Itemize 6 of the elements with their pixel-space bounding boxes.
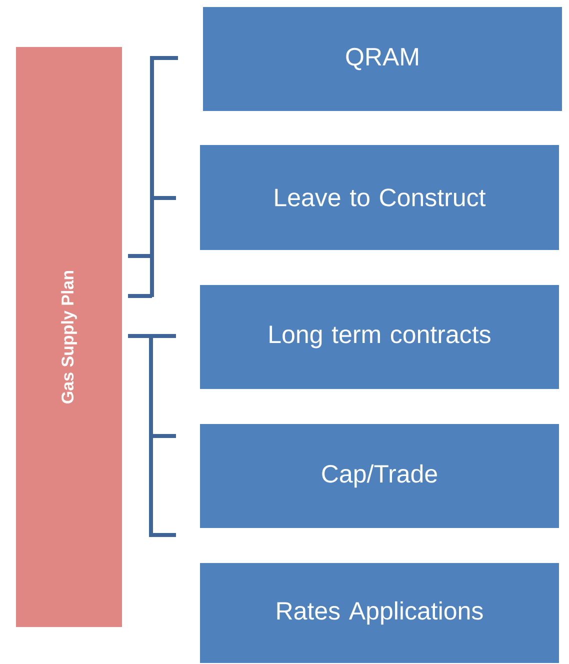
topic-box: Leave to Construct (200, 145, 559, 250)
topic-box: Rates Applications (200, 563, 559, 663)
topic-box: Cap/Trade (200, 424, 559, 528)
topic-box: QRAM (203, 7, 562, 111)
topic-box: Long term contracts (200, 285, 559, 389)
plan-bar: Gas Supply Plan (16, 47, 122, 627)
